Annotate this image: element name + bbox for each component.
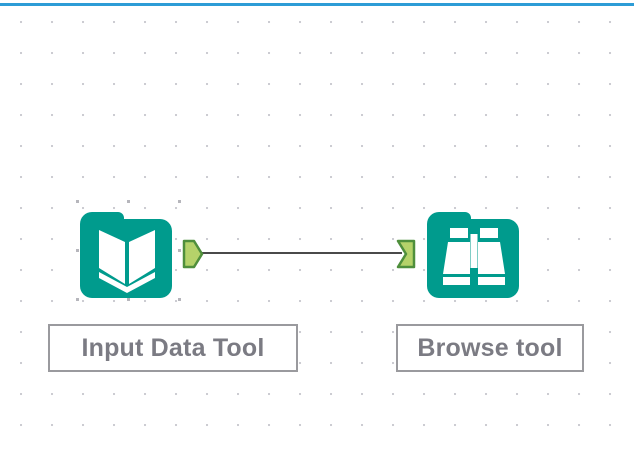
node-label-text: Input Data Tool bbox=[81, 333, 265, 362]
selection-handle[interactable] bbox=[76, 200, 79, 203]
output-anchor[interactable] bbox=[182, 239, 204, 269]
selection-handle[interactable] bbox=[178, 200, 181, 203]
selection-handle[interactable] bbox=[178, 298, 181, 301]
top-accent-rule bbox=[0, 3, 634, 6]
node-label-input-data-tool[interactable]: Input Data Tool bbox=[48, 324, 298, 372]
canvas-grid[interactable] bbox=[0, 7, 634, 454]
node-label-text: Browse tool bbox=[417, 333, 563, 362]
node-label-browse-tool[interactable]: Browse tool bbox=[396, 324, 584, 372]
selection-handle[interactable] bbox=[127, 298, 130, 301]
connection-wire[interactable] bbox=[201, 252, 402, 254]
binoculars-icon[interactable] bbox=[427, 204, 521, 298]
open-book-icon[interactable] bbox=[80, 204, 174, 298]
input-anchor[interactable] bbox=[396, 239, 416, 269]
selection-handle[interactable] bbox=[76, 298, 79, 301]
selection-handle[interactable] bbox=[178, 249, 181, 252]
selection-handle[interactable] bbox=[76, 249, 79, 252]
selection-handle[interactable] bbox=[127, 200, 130, 203]
